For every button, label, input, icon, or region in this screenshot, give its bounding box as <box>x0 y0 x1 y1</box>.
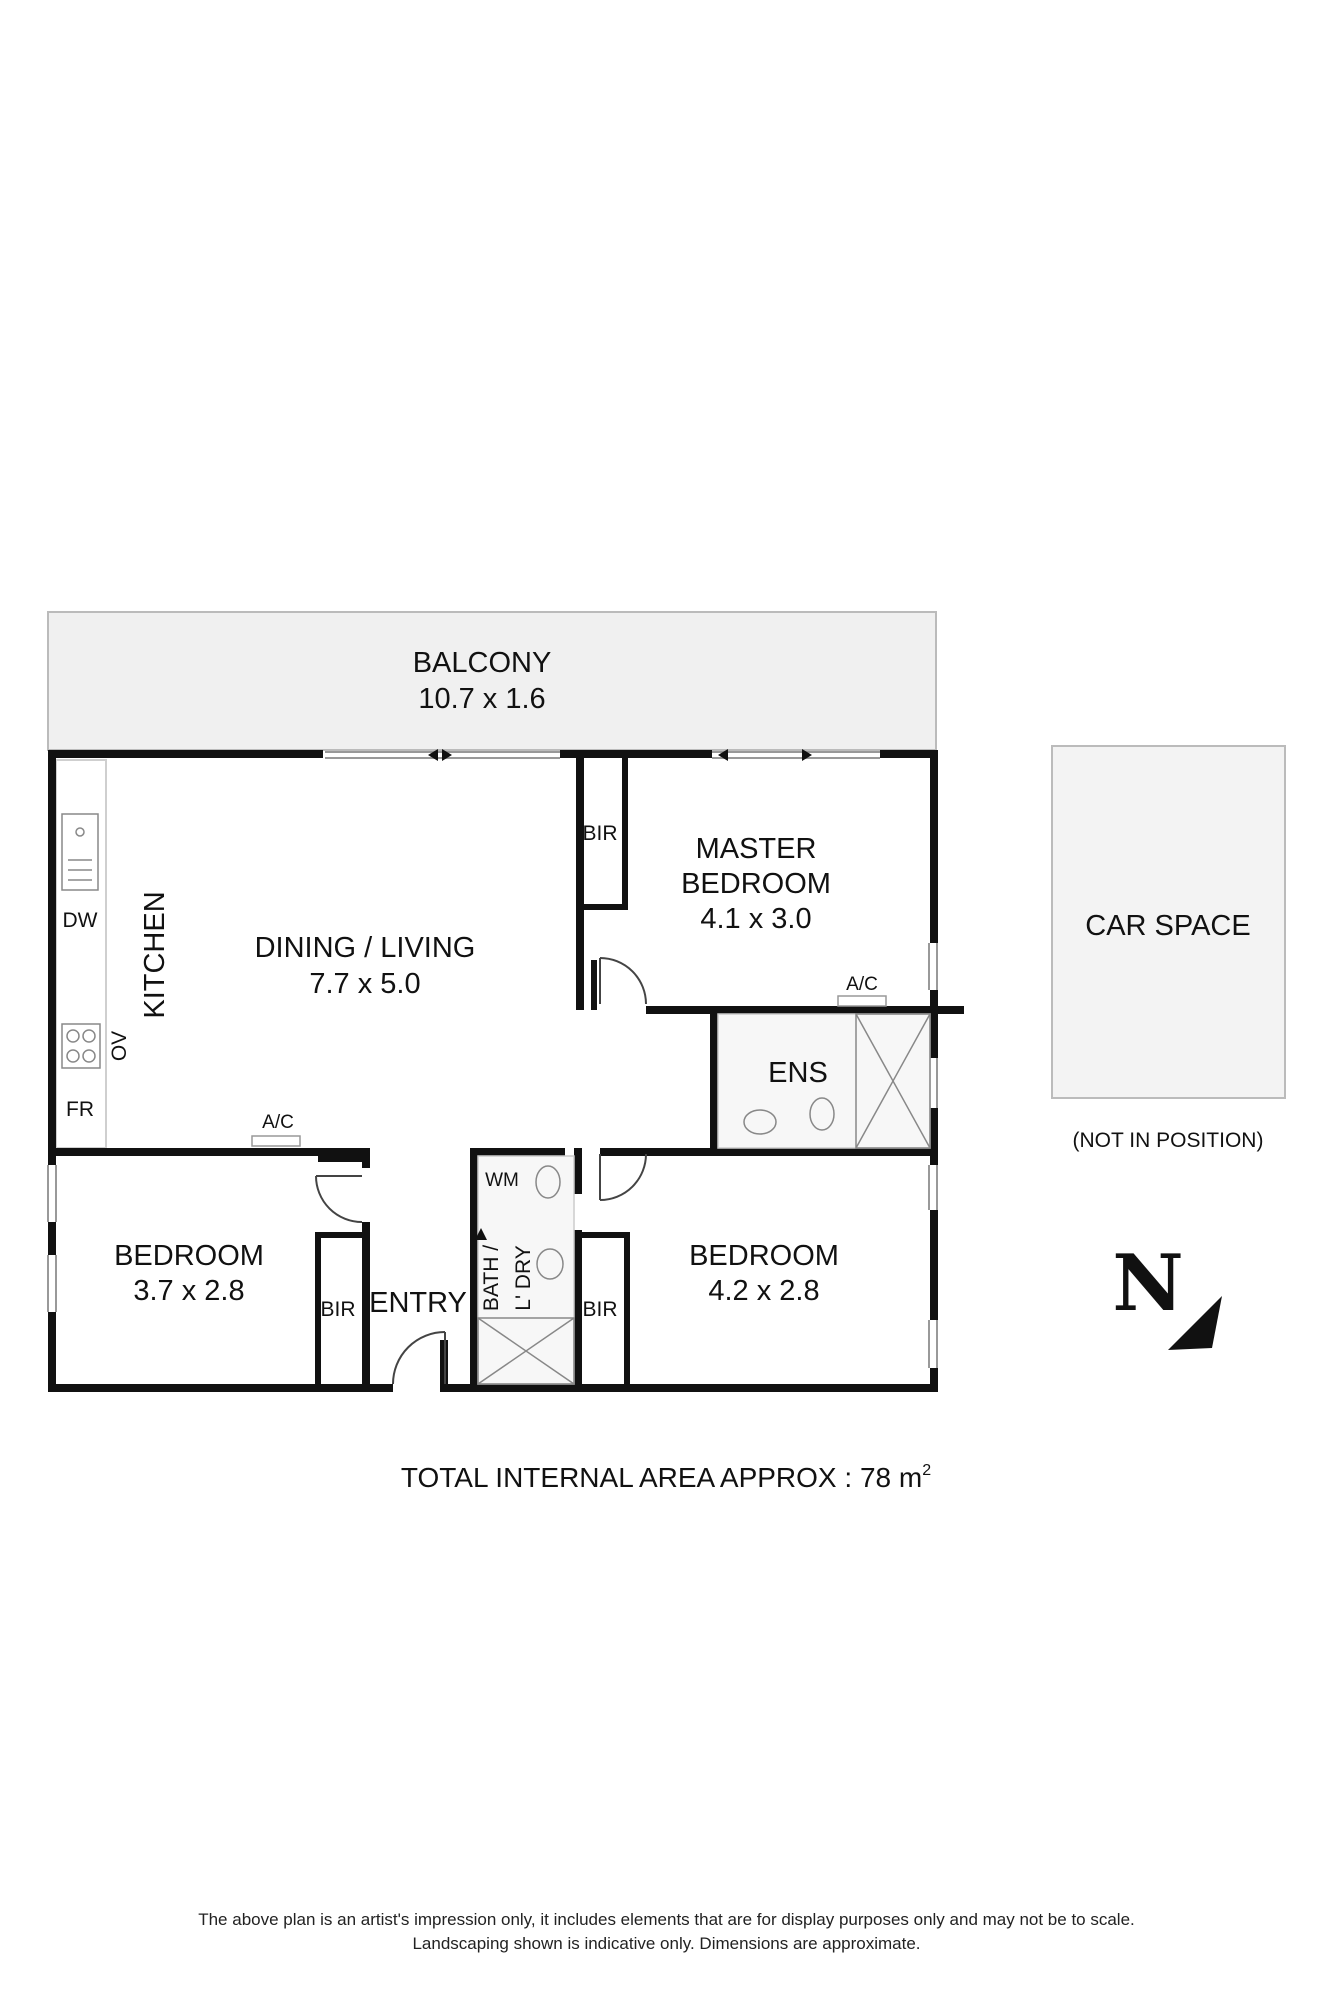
ac-master-label: A/C <box>846 974 878 995</box>
master-bedroom-label-2: BEDROOM <box>681 868 831 900</box>
ac-unit-master <box>837 995 887 1007</box>
ac-dining-label: A/C <box>262 1112 294 1133</box>
north-letter-icon: N <box>1112 1238 1183 1329</box>
entry-label: ENTRY <box>369 1287 467 1319</box>
bedroom-right-dims: 4.2 x 2.8 <box>708 1275 819 1307</box>
balcony-label: BALCONY <box>413 647 552 679</box>
dining-living-dims: 7.7 x 5.0 <box>309 968 420 1000</box>
bir-master-label: BIR <box>582 822 617 845</box>
master-bedroom-dims: 4.1 x 3.0 <box>700 903 811 935</box>
area-unit-superscript: 2 <box>922 1462 931 1479</box>
bedroom-left-dims: 3.7 x 2.8 <box>133 1275 244 1307</box>
ensuite-fixtures <box>717 1013 931 1149</box>
disclaimer-line-2: Landscaping shown is indicative only. Di… <box>412 1934 921 1953</box>
oven-label: OV <box>108 1031 131 1061</box>
disclaimer-line-1: The above plan is an artist's impression… <box>198 1910 1135 1929</box>
ensuite-label: ENS <box>768 1057 828 1089</box>
north-compass: N <box>1112 1238 1222 1350</box>
total-area-text: TOTAL INTERNAL AREA APPROX : 78 m2 <box>401 1462 931 1493</box>
car-space <box>1051 745 1286 1099</box>
kitchen-label: KITCHEN <box>139 891 171 1018</box>
ac-unit-dining <box>251 1135 301 1147</box>
fridge-label: FR <box>66 1098 94 1121</box>
walls <box>48 750 964 1392</box>
balcony-area <box>47 611 937 751</box>
washing-machine-label: WM <box>485 1170 519 1191</box>
kitchen-fixtures <box>61 813 101 1069</box>
dining-living-label: DINING / LIVING <box>255 932 476 964</box>
car-space-note: (NOT IN POSITION) <box>1073 1129 1264 1152</box>
bir-left-label: BIR <box>320 1298 355 1321</box>
bedroom-right-label: BEDROOM <box>689 1240 839 1272</box>
car-space-label: CAR SPACE <box>1085 910 1250 942</box>
dishwasher-label: DW <box>63 909 98 932</box>
bath-fixtures <box>477 1155 575 1385</box>
north-arrow-icon <box>1168 1296 1222 1350</box>
bath-laundry-label-2: L' DRY <box>512 1245 535 1310</box>
bath-laundry-label-1: BATH / <box>480 1245 503 1311</box>
master-bedroom-label-1: MASTER <box>696 833 817 865</box>
bedroom-left-label: BEDROOM <box>114 1240 264 1272</box>
balcony-dims: 10.7 x 1.6 <box>418 683 545 715</box>
bir-right-label: BIR <box>582 1298 617 1321</box>
sliding-door-arrows <box>428 749 812 1240</box>
